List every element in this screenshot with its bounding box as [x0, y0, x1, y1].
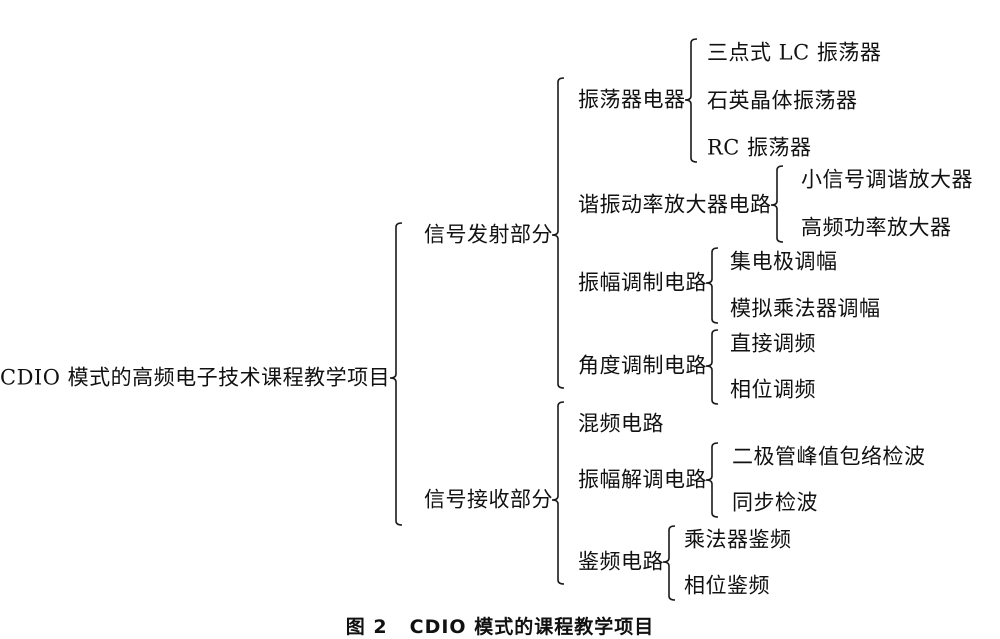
leaf-node: 石英晶体振荡器 [707, 88, 858, 113]
leaf-node: 乘法器鉴频 [684, 527, 792, 552]
root-bracket [389, 222, 403, 526]
sub-node: 鉴频电路 [578, 549, 664, 574]
branch-bracket [551, 401, 565, 585]
figure-caption: 图 2 CDIO 模式的课程教学项目 [0, 612, 1000, 639]
root-node: CDIO 模式的高频电子技术课程教学项目 [0, 365, 391, 390]
caption-number: 图 2 [345, 616, 388, 638]
sub-bracket [705, 247, 719, 324]
leaf-node: 相位鉴频 [684, 573, 770, 598]
sub-node: 混频电路 [578, 411, 664, 436]
sub-bracket [662, 525, 676, 601]
sub-node: 谐振动率放大器电路 [578, 192, 772, 217]
leaf-node: 三点式 LC 振荡器 [707, 40, 882, 65]
sub-bracket [705, 442, 719, 518]
leaf-node: 相位调频 [730, 377, 816, 402]
sub-bracket [705, 329, 719, 405]
leaf-node: 集电极调幅 [730, 249, 838, 274]
sub-bracket [770, 165, 784, 243]
sub-node: 振幅解调电路 [578, 467, 707, 492]
branch-bracket [551, 77, 565, 389]
leaf-node: 直接调频 [730, 331, 816, 356]
leaf-node: 高频功率放大器 [801, 215, 952, 240]
sub-node: 振荡器电器 [578, 87, 686, 112]
leaf-node: 同步检波 [732, 490, 818, 515]
sub-node: 角度调制电路 [578, 353, 707, 378]
leaf-node: 小信号调谐放大器 [801, 167, 973, 192]
leaf-node: RC 振荡器 [707, 135, 812, 160]
caption-title: CDIO 模式的课程教学项目 [409, 616, 655, 638]
leaf-node: 模拟乘法器调幅 [730, 296, 881, 321]
sub-node: 振幅调制电路 [578, 270, 707, 295]
sub-bracket [684, 38, 698, 163]
branch-node: 信号接收部分 [424, 487, 553, 512]
leaf-node: 二极管峰值包络检波 [732, 444, 926, 469]
branch-node: 信号发射部分 [424, 222, 553, 247]
